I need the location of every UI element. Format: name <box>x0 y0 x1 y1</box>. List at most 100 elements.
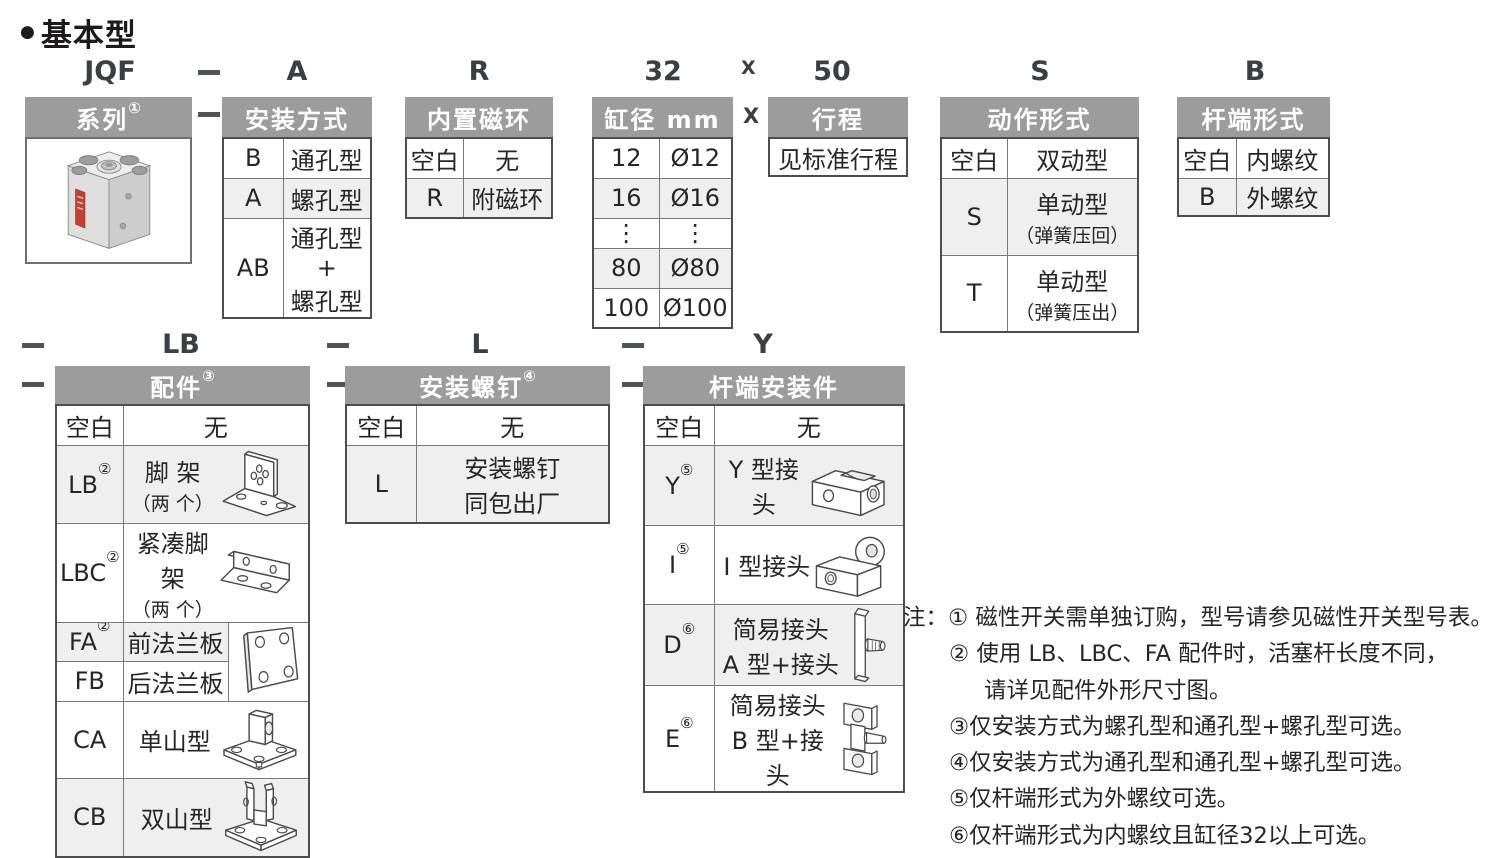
rod-end-header: 杆端形式 <box>1177 97 1330 137</box>
table-row: 空白 无 <box>345 404 610 446</box>
label-cell: 无 <box>462 137 553 179</box>
label-cell: Ø16 <box>658 177 733 219</box>
code-text: I <box>668 551 677 579</box>
code-sup: ⑤ <box>679 460 694 479</box>
label-cell: 无 <box>713 404 905 446</box>
label-cell: 简易接头 B 型+接头 <box>713 684 905 792</box>
code-cell: ⋮ <box>592 217 660 249</box>
table-row: 空白 双动型 <box>940 137 1139 179</box>
stroke-value-cell: 见标准行程 <box>768 137 908 177</box>
code-stroke: 50 <box>813 56 851 87</box>
label-line2: A 型+接头 <box>722 650 839 679</box>
label-cell: 单动型 （弹簧压出） <box>1006 254 1139 333</box>
dash-separator <box>198 70 220 75</box>
table-row: FB 后法兰板 <box>55 661 309 702</box>
label-text: 简易接头 A 型+接头 <box>723 610 840 680</box>
note-line-4: ③仅安装方式为螺孔型和通孔型+螺孔型可选。 <box>949 713 1416 740</box>
code-cell: 空白 <box>643 404 715 446</box>
label-text: Y 型接头 <box>728 456 799 519</box>
code-cell: 100 <box>592 287 660 329</box>
label-cell: Ø80 <box>658 247 733 289</box>
table-row: CB 双山型 <box>55 777 310 858</box>
code-rod-end: B <box>1244 56 1266 87</box>
flange-plate-icon <box>243 626 299 693</box>
note-line-3: 请详见配件外形尺寸图。 <box>984 677 1232 704</box>
code-text: LBC <box>59 559 107 587</box>
table-row: 100 Ø100 <box>592 287 733 329</box>
label-line2: （两 个） <box>131 598 214 621</box>
table-row: A 螺孔型 <box>222 177 372 219</box>
code-text: D <box>663 631 682 659</box>
notes-block: 注：① 磁性开关需单独订购，型号请参见磁性开关型号表。 ② 使用 LB、LBC、… <box>903 600 1493 854</box>
table-row: LBC② 紧凑脚架 （两 个） <box>55 522 310 623</box>
code-mounting: A <box>286 56 308 87</box>
code-cell: FA② <box>55 621 124 662</box>
action-table: 动作形式 空白 双动型 S 单动型 （弹簧压回） T 单动型 （弹簧压出） <box>940 97 1139 333</box>
label-cell: 紧凑脚架 （两 个） <box>122 522 310 623</box>
rod-mount-header: 杆端安装件 <box>643 366 905 404</box>
note-line-6: ⑤仅杆端形式为外螺纹可选。 <box>949 786 1240 813</box>
code-cell: 80 <box>592 247 660 289</box>
label-line1: 安装螺钉 <box>464 454 561 483</box>
dash-separator <box>327 343 349 348</box>
code-times-symbol: X <box>741 57 756 79</box>
table-row: I⑤ I 型接头 <box>643 524 905 605</box>
series-header-label: 系列 <box>76 105 129 134</box>
code-sup: ⑥ <box>681 620 696 638</box>
label-text: 紧凑脚架 （两 个） <box>131 524 215 621</box>
label-cell: Ø100 <box>658 287 733 329</box>
rod-mount-header-label: 杆端安装件 <box>709 373 839 402</box>
code-cell: 空白 <box>55 404 124 446</box>
dash-separator <box>22 343 44 348</box>
screws-header-label: 安装螺钉 <box>419 373 524 402</box>
code-cell: 空白 <box>405 137 464 179</box>
code-rod-mount: Y <box>753 329 773 360</box>
code-sup: ② <box>106 548 120 566</box>
label-cell: 后法兰板 <box>122 661 229 702</box>
dash-separator <box>198 112 220 117</box>
code-text: E <box>664 724 681 753</box>
bullet-icon: ● <box>20 22 35 42</box>
rod-end-header-label: 杆端形式 <box>1201 105 1306 134</box>
label-cell: 双山型 <box>122 777 310 858</box>
bore-table: 缸径 mm 12 Ø12 16 Ø16 ⋮ ⋮ 80 Ø80 100 Ø100 <box>592 97 733 329</box>
table-row: T 单动型 （弹簧压出） <box>940 254 1139 333</box>
dash-separator <box>22 382 44 387</box>
code-cell: B <box>222 137 284 179</box>
table-row: 空白 内螺纹 <box>1177 137 1330 179</box>
label-line2: 螺孔型 <box>290 287 363 316</box>
code-cell: S <box>940 177 1008 256</box>
dash-separator <box>327 382 349 387</box>
single-clevis-icon <box>223 709 297 770</box>
code-sup: ② <box>97 622 111 636</box>
times-symbol: X <box>743 104 760 128</box>
table-row: AB 通孔型+ 螺孔型 <box>222 217 372 318</box>
label-text: 双山型 <box>140 805 213 834</box>
table-row: 空白 无 <box>643 404 905 446</box>
label-cell: Y 型接头 <box>713 444 905 526</box>
stroke-header-label: 行程 <box>812 105 864 134</box>
label-cell: 无 <box>122 404 310 446</box>
code-screws: L <box>471 329 489 360</box>
label-cell: 单动型 （弹簧压回） <box>1006 177 1139 256</box>
table-row: S 单动型 （弹簧压回） <box>940 177 1139 256</box>
table-row: LB② 脚 架 （两 个） <box>55 444 310 524</box>
table-row: B 通孔型 <box>222 137 372 179</box>
code-text: B <box>245 144 262 173</box>
double-clevis-icon <box>225 781 297 852</box>
code-magnet: R <box>468 56 490 87</box>
table-row: 80 Ø80 <box>592 247 733 289</box>
label-line1: 脚 架 <box>144 458 201 487</box>
code-cell: B <box>1177 177 1237 217</box>
stroke-header: 行程 <box>768 97 908 137</box>
notes-prefix: 注： <box>903 605 949 631</box>
table-row: 空白 无 <box>55 404 310 446</box>
label-cell: I 型接头 <box>713 524 905 605</box>
code-cell: 空白 <box>940 137 1008 179</box>
code-text: AB <box>236 253 270 282</box>
label-text: I 型接头 <box>723 553 811 581</box>
code-cell: 空白 <box>1177 137 1237 179</box>
